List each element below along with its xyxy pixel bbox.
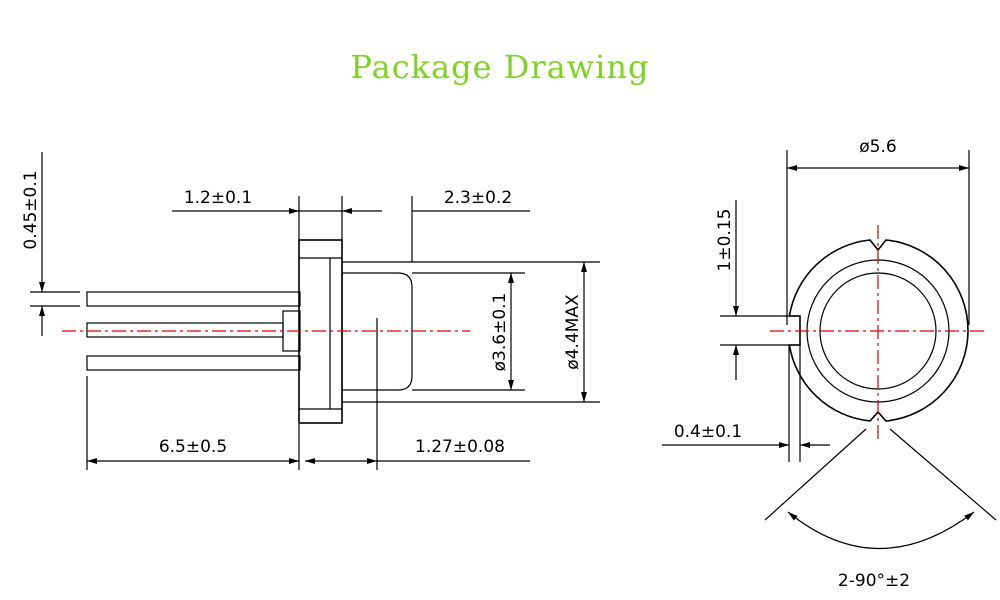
label-lead-length: 6.5±0.5 — [159, 437, 227, 457]
cap-body — [341, 261, 413, 403]
lead-middle — [86, 322, 284, 338]
dim-flange-diameter — [786, 150, 970, 325]
label-body-diameter: ø4.4MAX — [563, 294, 583, 370]
page-title: Package Drawing — [350, 48, 650, 86]
dim-window-diameter — [412, 272, 525, 391]
dim-cap-length — [411, 196, 530, 262]
label-window-diameter: ø3.6±0.1 — [490, 293, 510, 372]
leads — [86, 291, 301, 371]
dim-notch-width — [720, 200, 800, 380]
lead-bottom — [86, 355, 301, 371]
dim-body-diameter — [412, 261, 600, 403]
label-notch-depth: 0.4±0.1 — [674, 422, 742, 442]
dim-notch-depth — [662, 345, 830, 462]
dim-pin-thickness — [30, 152, 80, 336]
end-view: ø5.6 1±0.15 0.4±0.1 2-90°±2 — [662, 137, 997, 591]
label-notch-angle: 2-90°±2 — [838, 571, 910, 591]
label-pin-thickness: 0.45±0.1 — [21, 170, 41, 249]
label-notch-width: 1±0.15 — [715, 209, 735, 272]
label-pin-pitch: 1.27±0.08 — [415, 437, 505, 457]
dim-lead-length — [86, 376, 300, 470]
label-flange-diameter: ø5.6 — [859, 137, 896, 157]
label-cap-length: 2.3±0.2 — [444, 188, 512, 208]
flange-outline — [788, 239, 969, 422]
dim-notch-angle — [764, 428, 997, 549]
label-flange-thickness: 1.2±0.1 — [184, 188, 252, 208]
lead-top — [86, 291, 301, 307]
dim-flange-thickness — [172, 196, 382, 240]
side-view: 0.45±0.1 1.2±0.1 2.3±0.2 ø3.6±0.1 — [21, 152, 600, 470]
